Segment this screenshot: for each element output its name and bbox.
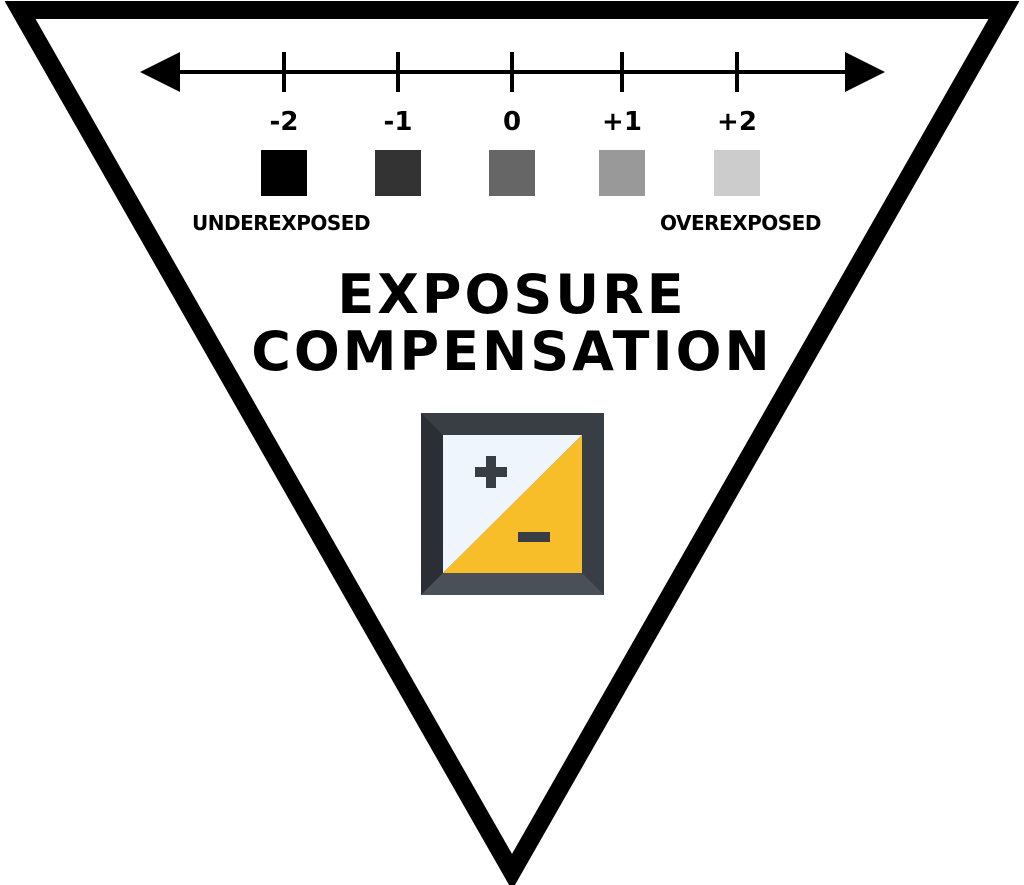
- title-line-2: COMPENSATION: [251, 320, 773, 383]
- stop-label-plus-1: +1: [602, 107, 642, 137]
- icon-frame-bevel-bottom: [421, 573, 604, 595]
- swatch-plus-1: [599, 150, 645, 196]
- minus-icon: [518, 532, 550, 542]
- left-arrow-icon: [140, 52, 180, 92]
- overexposed-label: OVEREXPOSED: [660, 211, 821, 235]
- exposure-compensation-icon: [421, 413, 604, 595]
- swatch-plus-2: [714, 150, 760, 196]
- right-arrow-icon: [845, 52, 885, 92]
- stop-label-minus-1: -1: [383, 107, 413, 137]
- title-line-1: EXPOSURE: [337, 263, 687, 326]
- stop-label-plus-2: +2: [717, 107, 757, 137]
- plus-icon-vertical: [486, 456, 496, 488]
- swatch-minus-1: [375, 150, 421, 196]
- swatch-minus-2: [261, 150, 307, 196]
- stop-label-zero: 0: [502, 107, 522, 137]
- swatch-zero: [489, 150, 535, 196]
- underexposed-label: UNDEREXPOSED: [192, 211, 371, 235]
- stop-label-minus-2: -2: [269, 107, 299, 137]
- icon-frame-bevel-left: [421, 413, 443, 595]
